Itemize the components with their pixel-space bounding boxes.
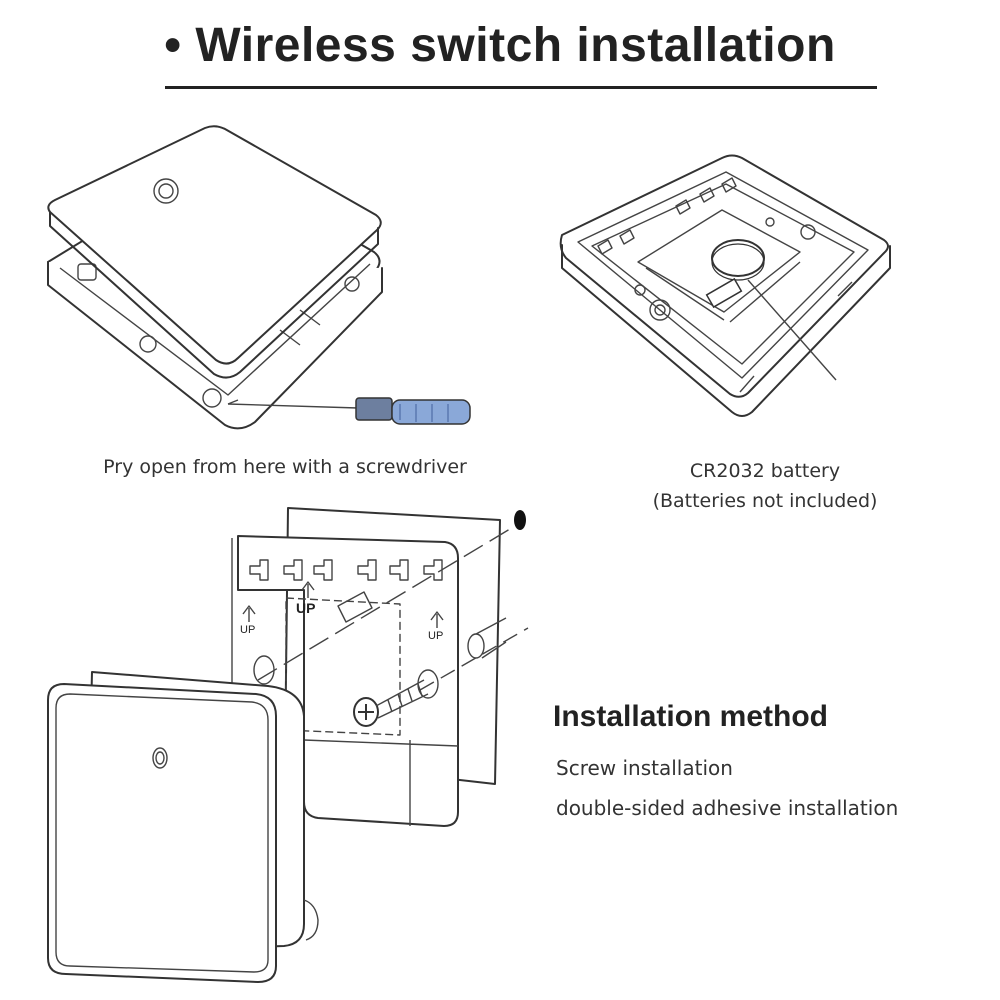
battery-housing-illustration	[559, 154, 891, 417]
up-label-main: UP	[296, 600, 316, 616]
up-label-left: UP	[240, 624, 256, 636]
page-title: • Wireless switch installation	[164, 19, 836, 72]
battery-caption-line1: CR2032 battery	[689, 460, 841, 482]
pry-open-illustration	[47, 125, 383, 430]
up-label-right: UP	[428, 630, 444, 642]
method-adhesive: double-sided adhesive installation	[556, 796, 899, 820]
pry-caption: Pry open from here with a screwdriver	[103, 456, 467, 478]
wall-mount-illustration	[47, 507, 529, 983]
title-underline	[165, 86, 877, 89]
screwdriver-illustration	[227, 397, 471, 425]
method-screw: Screw installation	[556, 756, 733, 780]
battery-caption: CR2032 battery (Batteries not included)	[600, 456, 930, 516]
installation-method-title: Installation method	[553, 700, 829, 733]
battery-caption-line2: (Batteries not included)	[652, 490, 878, 512]
